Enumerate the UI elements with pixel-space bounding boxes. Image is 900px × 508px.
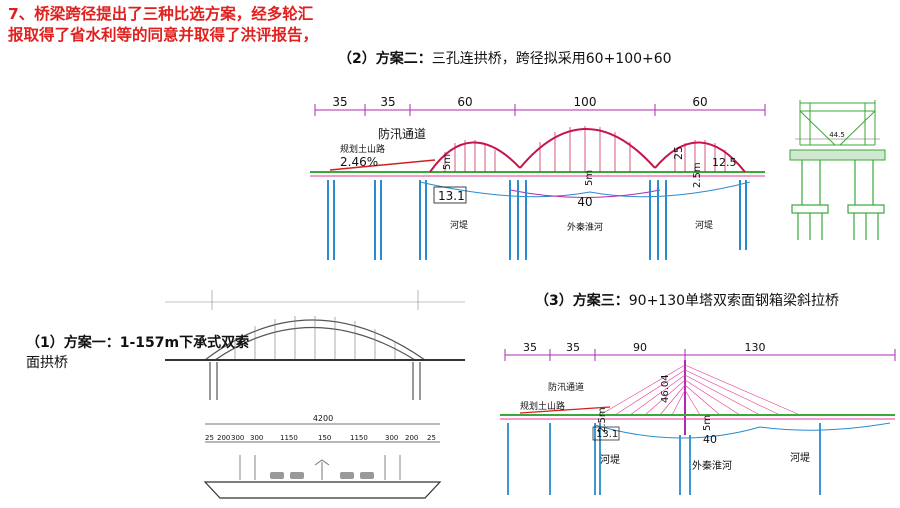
scheme2-dike-right: 河堤 — [695, 219, 713, 231]
scheme1-dim-4: 300 — [250, 434, 263, 442]
scheme1-dim-1: 25 — [205, 434, 214, 442]
scheme2-dike-left: 河堤 — [450, 219, 468, 231]
scheme2-mountain-road: 规划土山路 — [340, 143, 385, 155]
slide-heading: 7、桥梁跨径提出了三种比选方案，经多轮汇 报取得了省水利等的同意并取得了洪评报告… — [8, 4, 448, 46]
scheme3-span-4: 130 — [745, 341, 766, 354]
scheme1-dim-6: 150 — [318, 434, 331, 442]
scheme2-flood-channel: 防汛通道 — [378, 126, 426, 141]
scheme2-river: 外秦淮河 — [567, 221, 603, 233]
scheme2-span-2: 35 — [380, 95, 395, 109]
heading-line-2: 报取得了省水利等的同意并取得了洪评报告， — [8, 26, 319, 44]
scheme3-clearance: 13.1 — [596, 429, 618, 440]
scheme3-title: （3）方案三：90+130单塔双索面钢箱梁斜拉桥 — [535, 290, 839, 310]
scheme1-dim-5: 1150 — [280, 434, 298, 442]
scheme3-span-1: 35 — [523, 341, 537, 354]
scheme3-span-3: 90 — [633, 341, 647, 354]
scheme1-dim-7: 1150 — [350, 434, 368, 442]
scheme2-desc: 三孔连拱桥，跨径拟采用60+100+60 — [431, 51, 672, 67]
scheme2-span-1: 35 — [332, 95, 347, 109]
scheme2-span-3: 60 — [457, 95, 472, 109]
scheme3-flood-channel: 防汛通道 — [548, 381, 584, 393]
scheme2-elevation-drawing: 35 35 60 100 60 防汛通道 规划土山路 — [310, 95, 766, 260]
scheme3-span-2: 35 — [566, 341, 580, 354]
scheme1-title: （1）方案一：1-157m下承式双索 — [26, 332, 249, 352]
scheme1-deck-total: 4200 — [313, 414, 333, 423]
scheme2-h1: 5m — [442, 154, 453, 170]
scheme3-mountain-road: 规划土山路 — [520, 400, 565, 412]
scheme1-deck-section: 4200 25 200 300 300 1150 150 1150 300 20… — [203, 414, 442, 499]
scheme1-dim-9: 200 — [405, 434, 418, 442]
scheme3-river: 外秦淮河 — [692, 459, 732, 472]
scheme2-clearance-box — [433, 186, 467, 204]
scheme2-slope: 2.46% — [340, 155, 378, 169]
scheme2-section-width: 44.5 — [829, 131, 845, 139]
scheme2-cross-section: 44.5 — [789, 100, 886, 240]
scheme2-slope-right: 12.5 — [712, 156, 737, 169]
scheme2-h3: 2.5m — [692, 162, 703, 188]
scheme3-desc: 90+130单塔双索面钢箱梁斜拉桥 — [628, 293, 840, 309]
scheme3-h1: 2.5m — [597, 407, 608, 433]
scheme2-h2: 5m — [584, 170, 595, 186]
scheme1-desc-line2: 面拱桥 — [26, 355, 68, 371]
scheme2-span-5: 60 — [692, 95, 707, 109]
scheme1-prefix: （1）方案一： — [26, 335, 120, 351]
scheme3-h2: 5m — [702, 415, 713, 431]
scheme3-elevation-drawing: 35 35 90 130 防汛通道 规划土山路 46.04 2.5m 5m 13… — [500, 341, 896, 495]
scheme1-dim-2: 200 — [217, 434, 230, 442]
scheme2-span-4: 100 — [574, 95, 597, 109]
scheme2-title: （2）方案二：三孔连拱桥，跨径拟采用60+100+60 — [338, 48, 672, 68]
scheme1-dim-10: 25 — [427, 434, 436, 442]
heading-line-1: 7、桥梁跨径提出了三种比选方案，经多轮汇 — [8, 5, 314, 23]
scheme1-dim-8: 300 — [385, 434, 398, 442]
scheme2-channel-width: 40 — [577, 195, 592, 209]
scheme2-v25: 25 — [672, 146, 685, 160]
scheme3-clearance-box — [592, 426, 620, 441]
scheme3-prefix: （3）方案三： — [535, 293, 629, 309]
scheme3-channel-width: 40 — [703, 433, 717, 446]
scheme2-prefix: （2）方案二： — [338, 51, 432, 67]
scheme3-dike-right: 河堤 — [790, 452, 810, 464]
scheme1-desc-line1: 1-157m下承式双索 — [119, 335, 250, 351]
scheme3-dike-left: 河堤 — [600, 454, 620, 466]
scheme1-dim-3: 300 — [231, 434, 244, 442]
scheme1-elevation-drawing — [165, 290, 465, 400]
scheme2-clearance: 13.1 — [438, 189, 465, 203]
scheme3-tower-h: 46.04 — [660, 374, 671, 403]
